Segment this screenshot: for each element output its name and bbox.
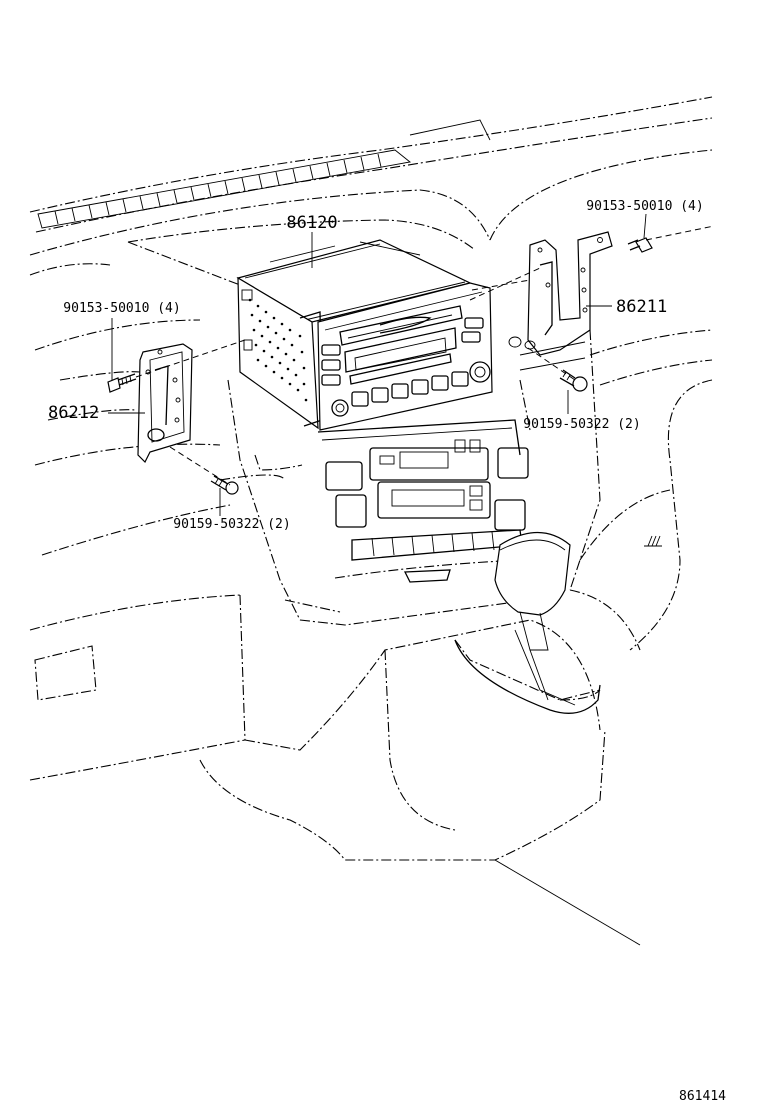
label-left-bracket: 86212 bbox=[48, 403, 99, 423]
figure-code: 861414 bbox=[679, 1089, 726, 1104]
label-right-bracket: 86211 bbox=[616, 297, 667, 317]
label-screw-left-bottom: 90159-50322 (2) bbox=[173, 517, 290, 532]
right-bracket bbox=[508, 231, 613, 371]
screw-left-top bbox=[107, 373, 137, 393]
radio-head-unit bbox=[236, 239, 493, 431]
shift-lever bbox=[454, 532, 601, 714]
center-climate-panel bbox=[317, 419, 529, 583]
left-bracket bbox=[137, 343, 193, 464]
leader-lines bbox=[108, 213, 647, 516]
screw-right-top bbox=[627, 237, 653, 253]
defroster-slats bbox=[54, 153, 382, 225]
assembly-lines bbox=[135, 225, 715, 486]
screw-left-bottom bbox=[210, 475, 239, 495]
label-screw-right-top: 90153-50010 (4) bbox=[586, 199, 703, 214]
dashboard-outline bbox=[29, 96, 713, 946]
screw-right-bottom bbox=[559, 369, 588, 392]
label-radio-unit: 86120 bbox=[286, 213, 337, 233]
label-screw-right-bottom: 90159-50322 (2) bbox=[523, 417, 640, 432]
label-screw-left-top: 90153-50010 (4) bbox=[63, 301, 180, 316]
